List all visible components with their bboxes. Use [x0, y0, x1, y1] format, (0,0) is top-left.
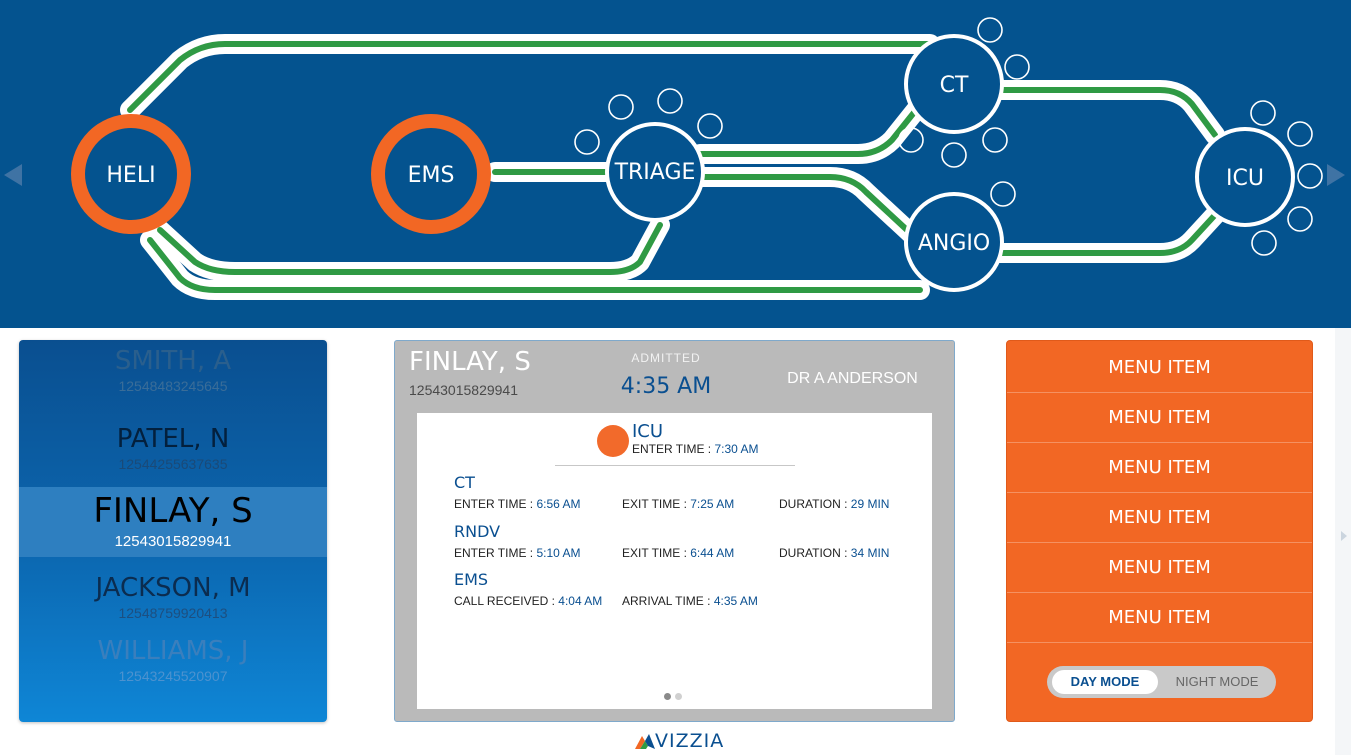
- stage-enter-time: ENTER TIME : 5:10 AM: [454, 546, 581, 560]
- patient-name: WILLIAMS, J: [97, 636, 249, 666]
- patient-list-item-selected[interactable]: FINLAY, S 12543015829941: [19, 487, 327, 557]
- patient-id: 12544255637635: [118, 456, 228, 472]
- flow-node-label: ICU: [1226, 166, 1264, 191]
- attending-doctor: DR A ANDERSON: [787, 370, 918, 387]
- day-mode-button[interactable]: DAY MODE: [1052, 670, 1158, 694]
- pager-dot[interactable]: [675, 693, 682, 700]
- patient-id: 12548759920413: [118, 605, 228, 621]
- flow-node-angio[interactable]: ANGIO: [904, 192, 1004, 292]
- logo-text: VIZZIA: [655, 730, 725, 752]
- patient-flow-map: HELI EMS TRIAGE CT ANGIO ICU: [0, 0, 1351, 328]
- divider: [555, 465, 795, 466]
- flow-node-ct[interactable]: CT: [904, 34, 1004, 134]
- detail-patient-id: 12543015829941: [409, 382, 519, 398]
- flow-node-ems[interactable]: EMS: [371, 114, 491, 234]
- patient-id: 12543245520907: [118, 668, 228, 684]
- stage-call-received: CALL RECEIVED : 4:04 AM: [454, 594, 603, 608]
- flow-node-icu[interactable]: ICU: [1195, 127, 1295, 227]
- patient-id: 12543015829941: [114, 533, 232, 550]
- patient-list-item[interactable]: PATEL, N 12544255637635: [19, 424, 327, 472]
- chevron-right-icon[interactable]: [1327, 164, 1345, 186]
- stage-arrival-time: ARRIVAL TIME : 4:35 AM: [622, 594, 758, 608]
- stage-title-rndv: RNDV: [454, 522, 501, 541]
- menu-item-5[interactable]: MENU ITEM: [1007, 543, 1312, 593]
- patient-id: 12548483245645: [118, 378, 228, 394]
- menu-item-3[interactable]: MENU ITEM: [1007, 443, 1312, 493]
- flow-node-label: HELI: [106, 163, 155, 188]
- flow-track-diagram: HELI EMS TRIAGE CT ANGIO ICU: [71, 17, 1323, 300]
- current-stage-indicator-icon: [597, 425, 629, 457]
- stage-exit-time: EXIT TIME : 7:25 AM: [622, 497, 735, 511]
- admitted-label: ADMITTED: [631, 351, 701, 365]
- current-stage-name: ICU: [632, 421, 664, 442]
- current-stage-enter-time: ENTER TIME : 7:30 AM: [632, 442, 759, 456]
- menu-item-2[interactable]: MENU ITEM: [1007, 393, 1312, 443]
- flow-node-label: CT: [940, 73, 969, 98]
- side-menu: MENU ITEM MENU ITEM MENU ITEM MENU ITEM …: [1006, 340, 1313, 722]
- patient-list-item[interactable]: SMITH, A 12548483245645: [19, 346, 327, 394]
- flow-node-label: TRIAGE: [614, 160, 696, 185]
- flow-tracks: [120, 34, 1225, 300]
- flow-node-heli[interactable]: HELI: [71, 114, 191, 234]
- stage-duration: DURATION : 29 MIN: [779, 497, 890, 511]
- patient-list: SMITH, A 12548483245645 PATEL, N 1254425…: [19, 340, 327, 722]
- flow-node-label: ANGIO: [918, 231, 990, 256]
- stage-duration: DURATION : 34 MIN: [779, 546, 890, 560]
- menu-item-1[interactable]: MENU ITEM: [1007, 343, 1312, 393]
- day-night-toggle[interactable]: DAY MODE NIGHT MODE: [1047, 666, 1276, 698]
- patient-name: JACKSON, M: [95, 573, 251, 603]
- patient-name: PATEL, N: [116, 424, 230, 454]
- patient-detail-card: FINLAY, S 12543015829941 ADMITTED 4:35 A…: [394, 340, 955, 722]
- patient-name: FINLAY, S: [93, 491, 253, 531]
- patient-list-item[interactable]: WILLIAMS, J 12543245520907: [19, 636, 327, 684]
- stage-exit-time: EXIT TIME : 6:44 AM: [622, 546, 735, 560]
- stage-title-ct: CT: [454, 473, 475, 492]
- admitted-time: 4:35 AM: [620, 374, 712, 399]
- patient-name: SMITH, A: [114, 346, 232, 376]
- stage-title-ems: EMS: [454, 570, 489, 589]
- queue-bubbles: [574, 17, 1323, 256]
- pager-dot-active[interactable]: [664, 693, 671, 700]
- menu-item-4[interactable]: MENU ITEM: [1007, 493, 1312, 543]
- logo-mark-icon: [635, 734, 655, 749]
- stage-history-panel: ICU ENTER TIME : 7:30 AM CT ENTER TIME :…: [417, 413, 932, 709]
- detail-patient-name: FINLAY, S: [409, 347, 531, 377]
- scroll-gutter: [1335, 328, 1351, 755]
- chevron-left-icon[interactable]: [4, 164, 22, 186]
- menu-item-6[interactable]: MENU ITEM: [1007, 593, 1312, 643]
- flow-node-label: EMS: [408, 163, 455, 188]
- night-mode-button[interactable]: NIGHT MODE: [1175, 674, 1259, 689]
- vizzia-logo: VIZZIA: [633, 730, 724, 752]
- patient-list-item[interactable]: JACKSON, M 12548759920413: [19, 573, 327, 621]
- chevron-right-icon[interactable]: [1341, 531, 1347, 541]
- flow-node-triage[interactable]: TRIAGE: [605, 122, 705, 222]
- stage-enter-time: ENTER TIME : 6:56 AM: [454, 497, 581, 511]
